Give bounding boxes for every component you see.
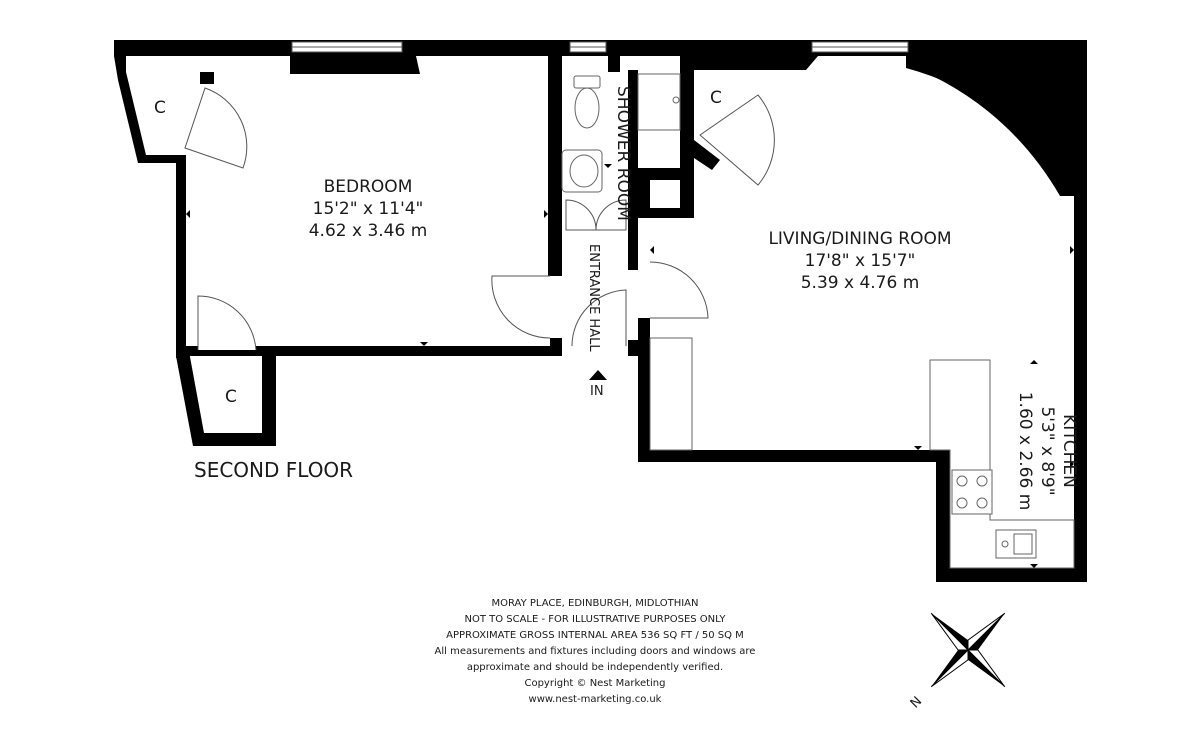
living-label: LIVING/DINING ROOM 17'8" x 15'7" 5.39 x … — [740, 228, 980, 294]
sink-icon — [995, 529, 1037, 559]
floor-label: SECOND FLOOR — [194, 458, 354, 482]
doors — [184, 87, 775, 351]
shower-hall-walls — [628, 70, 720, 356]
bedroom-metric: 4.62 x 3.46 m — [308, 221, 428, 241]
note-address: MORAY PLACE, EDINBURGH, MIDLOTHIAN — [491, 598, 699, 609]
living-kitchen-walls — [638, 196, 1087, 582]
kitchen-metric: 1.60 x 2.66 m — [1015, 391, 1035, 511]
note-disclaimer-2: approximate and should be independently … — [466, 662, 724, 673]
shower-room-label: SHOWER ROOM — [613, 86, 633, 221]
door-swing-closet-3 — [699, 94, 775, 186]
bedroom-name: BEDROOM — [323, 177, 413, 197]
entrance-arrow-icon — [589, 370, 607, 380]
exterior-walls — [114, 40, 1087, 196]
door-swing-living — [649, 261, 709, 319]
door-swing-entrance — [571, 289, 627, 347]
door-swing-closet-1 — [184, 87, 248, 169]
kitchen-imperial: 5'3" x 8'9" — [1037, 406, 1057, 496]
cupboard-label-1: C — [154, 98, 166, 118]
compass-rose-icon — [930, 612, 1006, 688]
plan-notes: MORAY PLACE, EDINBURGH, MIDLOTHIAN NOT T… — [420, 596, 770, 708]
basin-icon — [561, 149, 603, 193]
note-area: APPROXIMATE GROSS INTERNAL AREA 536 SQ F… — [446, 630, 744, 641]
note-disclaimer-1: All measurements and fixtures including … — [434, 646, 756, 657]
bedroom-imperial: 15'2" x 11'4" — [312, 199, 424, 219]
toilet-icon — [573, 75, 601, 129]
bedroom-label: BEDROOM 15'2" x 11'4" 4.62 x 3.46 m — [298, 176, 438, 242]
cupboard-unit — [649, 337, 693, 451]
living-name: LIVING/DINING ROOM — [768, 229, 952, 249]
fixtures — [561, 73, 1075, 569]
cupboard-label-2: C — [710, 88, 722, 108]
bedroom-walls — [114, 56, 562, 446]
door-swing-shower — [565, 199, 597, 231]
living-metric: 5.39 x 4.76 m — [800, 273, 920, 293]
kitchen-name: KITCHEN — [1059, 414, 1079, 488]
dimension-ticks — [186, 164, 1074, 568]
windows — [291, 41, 909, 53]
kitchen-counter — [929, 359, 1075, 569]
note-copyright: Copyright © Nest Marketing — [524, 678, 666, 689]
door-swing-bedroom — [491, 275, 551, 339]
door-swing-closet-2 — [197, 295, 257, 351]
note-website: www.nest-marketing.co.uk — [528, 694, 662, 705]
entrance-hall-label: ENTRANCE HALL — [586, 244, 601, 352]
cupboard-label-3: C — [225, 387, 237, 407]
hob-icon — [951, 469, 993, 515]
shower-tray — [637, 73, 681, 131]
kitchen-label: KITCHEN 5'3" x 8'9" 1.60 x 2.66 m — [1014, 386, 1080, 516]
living-imperial: 17'8" x 15'7" — [804, 251, 916, 271]
note-scale: NOT TO SCALE - FOR ILLUSTRATIVE PURPOSES… — [464, 614, 726, 625]
entrance-in-label: IN — [590, 384, 604, 399]
